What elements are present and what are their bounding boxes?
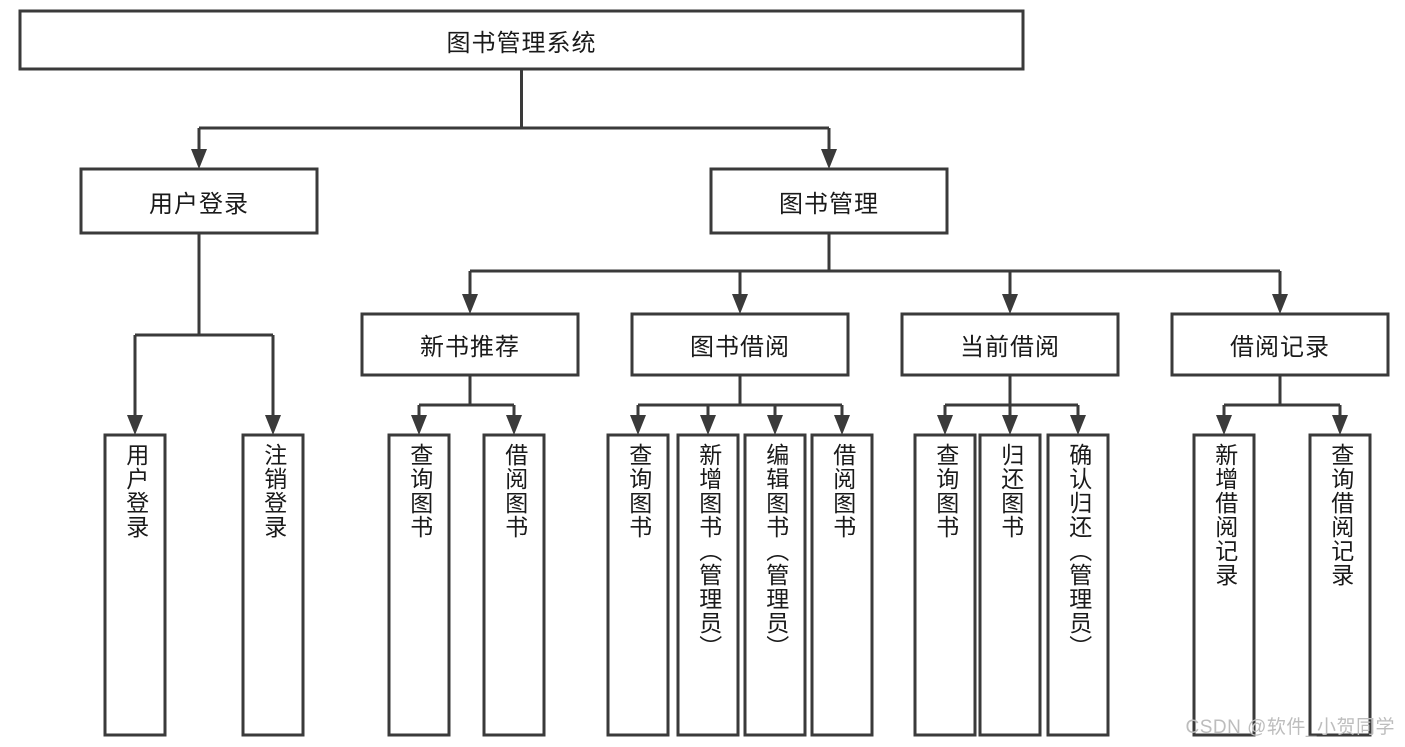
node-box-leaf-add-book [676,433,740,737]
arrow-head-leaf-borrow-book-2 [834,415,850,435]
node-box-leaf-query-book-1 [387,433,451,737]
arrow-head-leaf-return-book [1002,415,1018,435]
watermark-text: CSDN @软件_小贺同学 [1185,717,1395,738]
node-box-leaf-add-record [1192,433,1256,737]
arrow-head-book-borrow [732,294,748,314]
node-box-leaf-query-book-2 [606,433,670,737]
arrow-head-leaf-user-login [127,415,143,435]
arrow-head-leaf-add-book [700,415,716,435]
node-box-current-borrow [900,312,1120,377]
arrow-head-leaf-confirm-return [1070,415,1086,435]
node-box-book-borrow [630,312,850,377]
node-box-leaf-confirm-return [1046,433,1110,737]
arrow-head-leaf-query-book-3 [937,415,953,435]
arrow-head-new-book-rec [462,294,478,314]
arrow-head-leaf-borrow-book-1 [506,415,522,435]
node-box-leaf-logout [241,433,305,737]
arrow-head-user-login [191,149,207,169]
arrow-head-leaf-edit-book [767,415,783,435]
node-box-root [18,9,1025,71]
arrow-head-current-borrow [1002,294,1018,314]
node-box-leaf-user-login [103,433,167,737]
arrow-head-leaf-query-book-1 [411,415,427,435]
node-box-leaf-borrow-book-1 [482,433,546,737]
node-box-borrow-record [1170,312,1390,377]
node-box-leaf-return-book [978,433,1042,737]
node-box-leaf-query-record [1308,433,1372,737]
arrow-head-leaf-query-record [1332,415,1348,435]
arrow-head-leaf-add-record [1216,415,1232,435]
arrow-head-borrow-record [1272,294,1288,314]
node-box-user-login [79,167,319,235]
arrow-head-book-manage [821,149,837,169]
node-box-new-book-rec [360,312,580,377]
node-box-leaf-edit-book [743,433,807,737]
node-layer [18,9,1390,737]
arrow-head-leaf-query-book-2 [630,415,646,435]
node-box-book-manage [709,167,949,235]
node-box-leaf-borrow-book-2 [810,433,874,737]
arrow-head-leaf-logout [265,415,281,435]
connector-layer [127,69,1348,435]
node-box-leaf-query-book-3 [913,433,977,737]
